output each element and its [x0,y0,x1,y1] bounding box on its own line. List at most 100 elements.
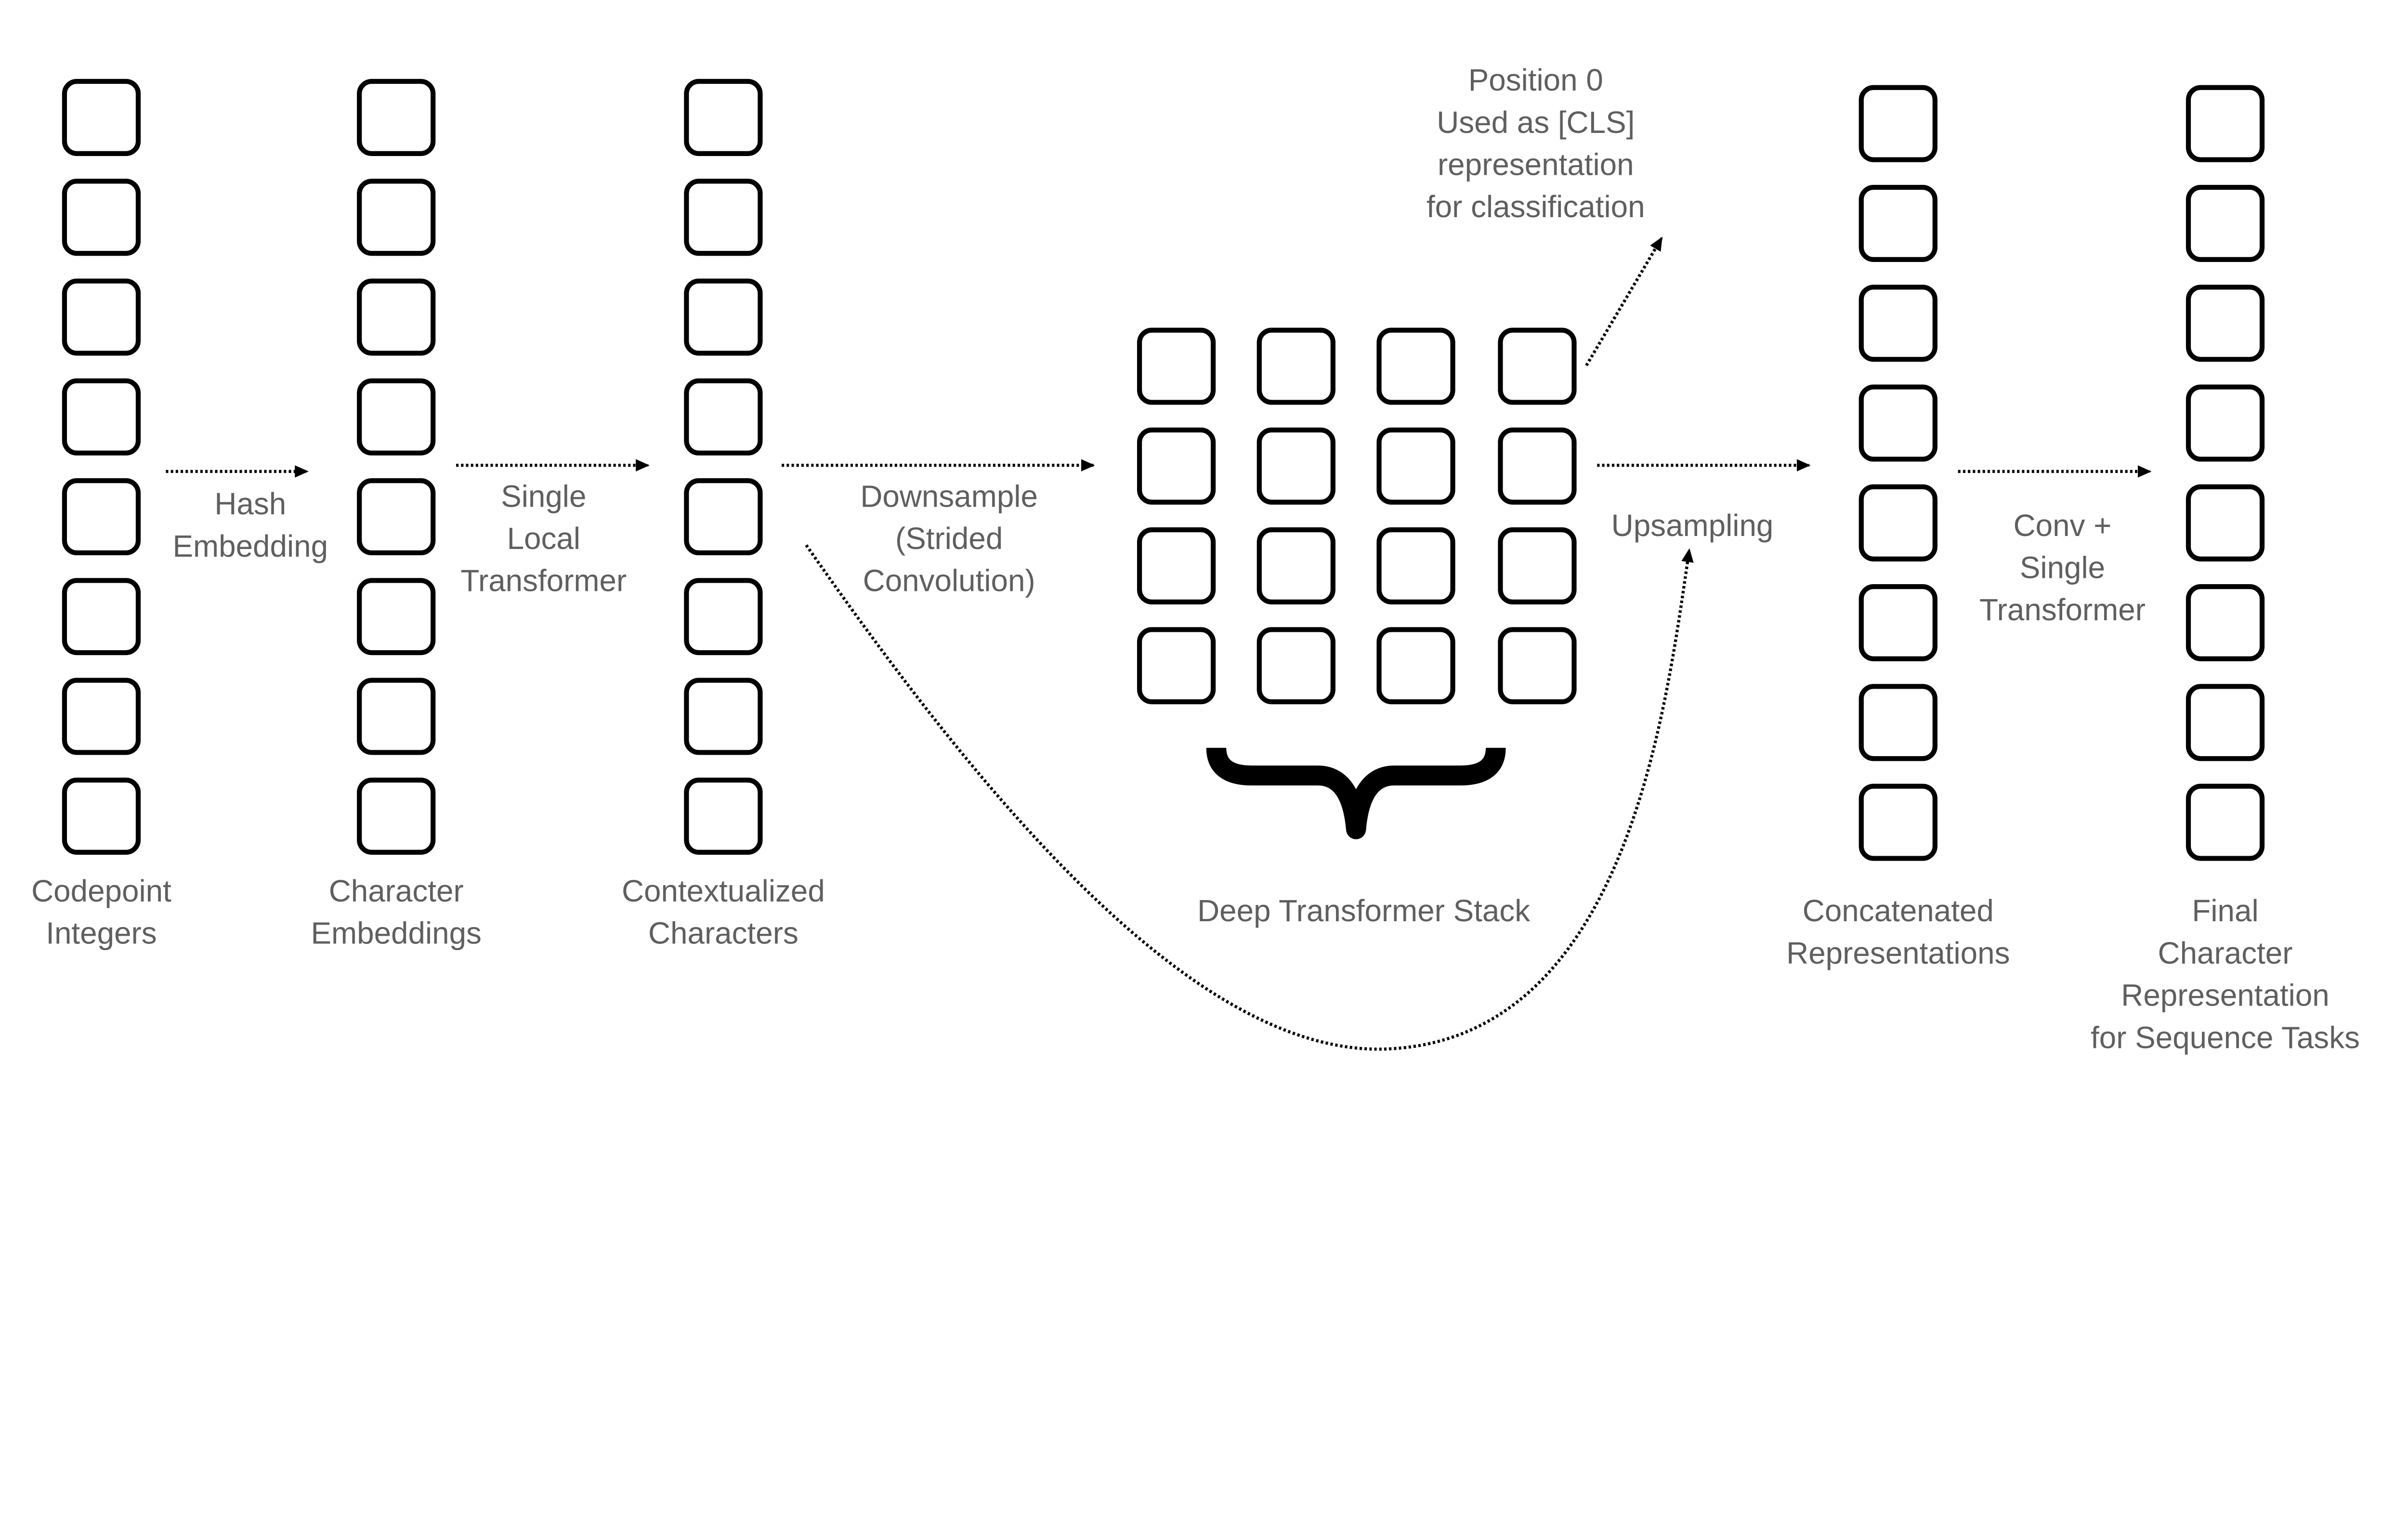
cls-label-line: Used as [CLS] [1437,105,1635,140]
latent-cell [1376,327,1455,405]
brace-icon [1206,747,1506,839]
column-2 [684,78,763,855]
arrow-cls [1585,236,1663,366]
token-cell [62,678,141,755]
local-transformer-label-line: Transformer [460,563,627,598]
token-cell [1858,285,1937,362]
latent-cell [1376,527,1455,605]
latent-cell [1137,427,1216,505]
downsample-label-line: Downsample [860,479,1038,513]
column-4 [2186,85,2265,861]
column-label-line: Contextualized [622,874,825,908]
token-cell [684,179,763,256]
deep-transformer-grid [1137,327,1577,705]
token-cell [357,78,436,156]
latent-cell [1498,627,1577,705]
token-cell [62,578,141,655]
column-label-line: Embeddings [311,916,481,951]
column-label-line: Integers [46,916,157,951]
latent-cell [1376,427,1455,505]
token-cell [684,678,763,755]
token-cell [62,278,141,356]
column-label-line: Character [329,874,464,908]
residual-skip-arrow [805,544,1694,1051]
token-cell [62,378,141,456]
token-cell [684,578,763,655]
token-cell [2186,484,2265,562]
token-cell [1858,184,1937,262]
token-cell [2186,684,2265,761]
downsample-label-line: (Strided [895,521,1003,556]
column-label-line: Representations [1786,936,2010,970]
token-cell [357,777,436,855]
token-cell [2186,184,2265,262]
upsampling-label-line: Upsampling [1611,508,1774,543]
token-cell [62,777,141,855]
column-label-line: Character [2158,936,2293,970]
column-3 [1858,85,1937,861]
latent-cell [1137,527,1216,605]
token-cell [684,278,763,356]
token-cell [1858,784,1937,861]
token-cell [357,378,436,456]
token-cell [357,678,436,755]
token-cell [1858,484,1937,562]
token-cell [62,78,141,156]
token-cell [357,179,436,256]
token-cell [684,78,763,156]
cls-label-line: Position 0 [1468,63,1603,97]
token-cell [2186,285,2265,362]
upsampling-label: Upsampling [1611,508,1774,543]
token-cell [62,179,141,256]
deep-stack-label: Deep Transformer Stack [1197,893,1530,928]
token-cell [2186,584,2265,662]
token-cell [1858,384,1937,462]
latent-cell [1498,527,1577,605]
hash-embedding-label-line: Hash [214,486,286,521]
latent-cell [1256,327,1335,405]
token-cell [684,777,763,855]
latent-cell [1137,327,1216,405]
latent-cell [1498,427,1577,505]
conv-transformer-label-line: Conv + [2014,508,2112,543]
column-label-line: Codepoint [31,874,171,908]
latent-cell [1376,627,1455,705]
token-cell [2186,784,2265,861]
downsample-label-line: Convolution) [863,563,1035,598]
latent-cell [1256,427,1335,505]
hash-embedding-label-line: Embedding [172,529,328,563]
token-columns [62,78,2265,861]
token-cell [684,478,763,556]
token-cell [1858,85,1937,162]
token-cell [2186,85,2265,162]
column-label-line: for Sequence Tasks [2091,1020,2360,1055]
token-cell [2186,384,2265,462]
latent-cell [1256,527,1335,605]
column-label-line: Concatenated [1803,893,1994,928]
local-transformer-label-line: Single [501,479,586,513]
conv-transformer-label-line: Single [2020,550,2105,585]
column-label-line: Representation [2121,978,2329,1013]
latent-cell [1137,627,1216,705]
cls-label-line: representation [1438,147,1634,182]
token-cell [357,578,436,655]
token-cell [1858,684,1937,761]
token-cell [1858,584,1937,662]
column-0 [62,78,141,855]
column-label-line: Characters [648,916,798,951]
local-transformer-label-line: Local [507,521,580,556]
column-1 [357,78,436,855]
latent-cell [1256,627,1335,705]
token-cell [357,278,436,356]
